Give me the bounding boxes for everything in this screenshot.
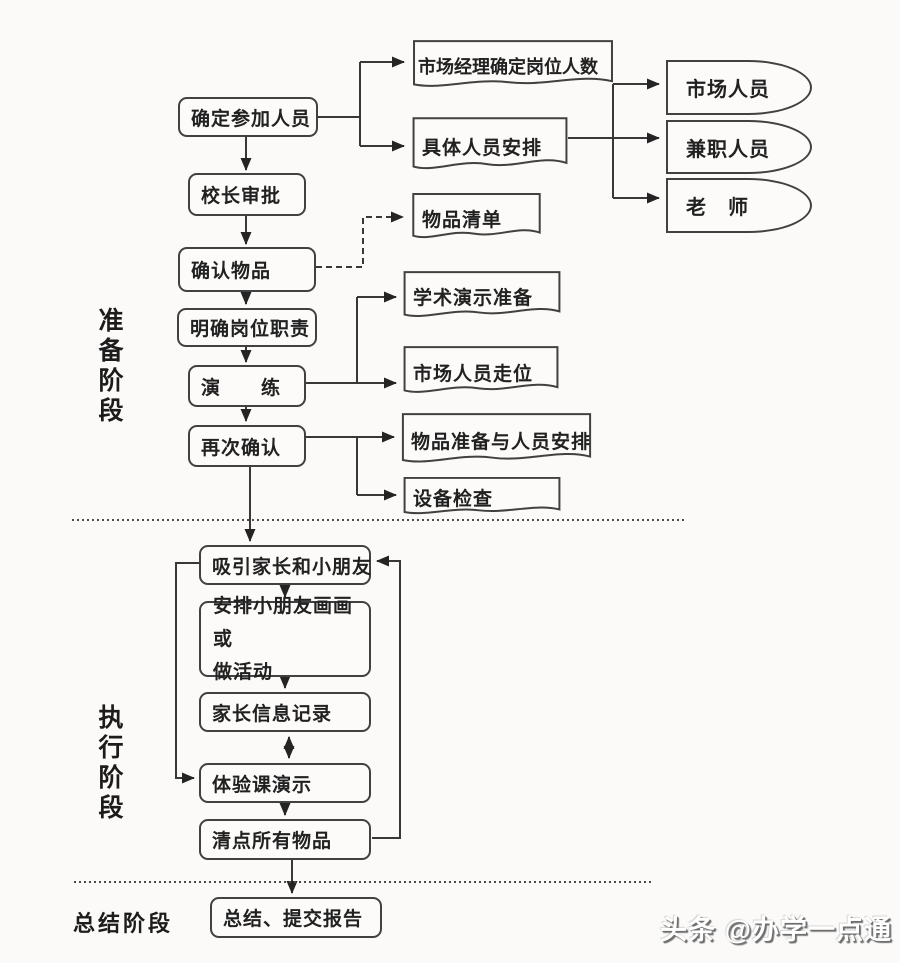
- node-label: 体验课演示: [212, 774, 313, 796]
- role-label: 兼职人员: [686, 138, 770, 161]
- doc-label: 具体人员安排: [422, 137, 543, 159]
- node-label: 总结、提交报告: [223, 909, 364, 930]
- node-label: 确定参加人员: [191, 108, 312, 130]
- node-label-line2: 做活动: [213, 661, 274, 683]
- node-label: 吸引家长和小朋友: [212, 556, 373, 578]
- line-participants-branch: [318, 62, 361, 146]
- node-reconfirm: 再次确认: [188, 425, 306, 467]
- dashed-arrow-items-to-itemlist: [316, 211, 404, 268]
- doc-item-list: 物品清单: [412, 193, 541, 243]
- node-label: 演 练: [201, 377, 282, 399]
- node-clarify-duties: 明确岗位职责: [177, 308, 317, 347]
- doc-market-staff-positioning: 市场人员走位: [403, 346, 559, 398]
- role-label: 老 师: [686, 197, 749, 219]
- document-shape: [403, 346, 559, 398]
- node-parent-info-record: 家长信息记录: [199, 692, 371, 732]
- doc-academic-demo-prep: 学术演示准备: [403, 271, 561, 322]
- document-shape: [403, 477, 561, 518]
- document-shape: [412, 193, 541, 243]
- document-shape: [403, 271, 561, 322]
- node-count-all-items: 清点所有物品: [199, 819, 371, 860]
- node-arrange-kids-activity: 安排小朋友画画或 做活动: [199, 596, 371, 683]
- document-shape: [412, 117, 568, 175]
- node-label: 校长审批: [201, 186, 282, 207]
- node-trial-class-demo: 体验课演示: [199, 763, 371, 803]
- node-label: 确认物品: [191, 261, 272, 282]
- loop-attract-to-trial: [175, 562, 199, 784]
- phase-label-preparation: 准备阶段: [95, 307, 123, 427]
- node-parttime-staff: 兼职人员: [666, 120, 812, 174]
- node-teacher: 老 师: [666, 178, 812, 233]
- document-shape: [412, 40, 614, 92]
- phase-label-summary: 总结阶段: [73, 911, 174, 936]
- node-label-line1: 安排小朋友画画或: [213, 595, 354, 650]
- node-label: 明确岗位职责: [190, 319, 311, 340]
- node-attract-parents-kids: 吸引家长和小朋友: [199, 545, 371, 585]
- doc-label: 市场人员走位: [413, 363, 534, 385]
- role-label: 市场人员: [686, 79, 770, 101]
- doc-staffing-plan: 具体人员安排: [412, 117, 568, 175]
- doc-manager-headcount: 市场经理确定岗位人数: [412, 40, 614, 92]
- doc-label: 市场经理确定岗位人数: [418, 57, 598, 77]
- node-confirm-participants: 确定参加人员: [178, 97, 318, 137]
- doc-label: 物品清单: [422, 209, 503, 231]
- doc-label: 物品准备与人员安排: [411, 432, 592, 453]
- phase-label-execution: 执行阶段: [95, 704, 123, 824]
- node-label: 安排小朋友画画或 做活动: [201, 590, 369, 689]
- node-rehearsal: 演 练: [188, 365, 306, 407]
- line-staffing-to-roles: [568, 84, 614, 198]
- node-label: 家长信息记录: [212, 703, 333, 725]
- watermark-toutiao: 头条 @办学一点通: [660, 915, 892, 945]
- doc-label: 设备检查: [413, 489, 494, 510]
- node-label: 清点所有物品: [212, 831, 333, 852]
- node-label: 再次确认: [201, 437, 282, 459]
- doc-items-and-staffing: 物品准备与人员安排: [401, 413, 592, 468]
- node-market-staff: 市场人员: [666, 60, 812, 115]
- doc-equipment-check: 设备检查: [403, 477, 561, 518]
- node-principal-approval: 校长审批: [188, 173, 306, 216]
- doc-label: 学术演示准备: [413, 288, 534, 309]
- document-shape: [401, 413, 592, 468]
- loop-count-to-attract: [372, 555, 401, 839]
- node-summary-report: 总结、提交报告: [210, 897, 382, 938]
- node-confirm-items: 确认物品: [178, 247, 316, 292]
